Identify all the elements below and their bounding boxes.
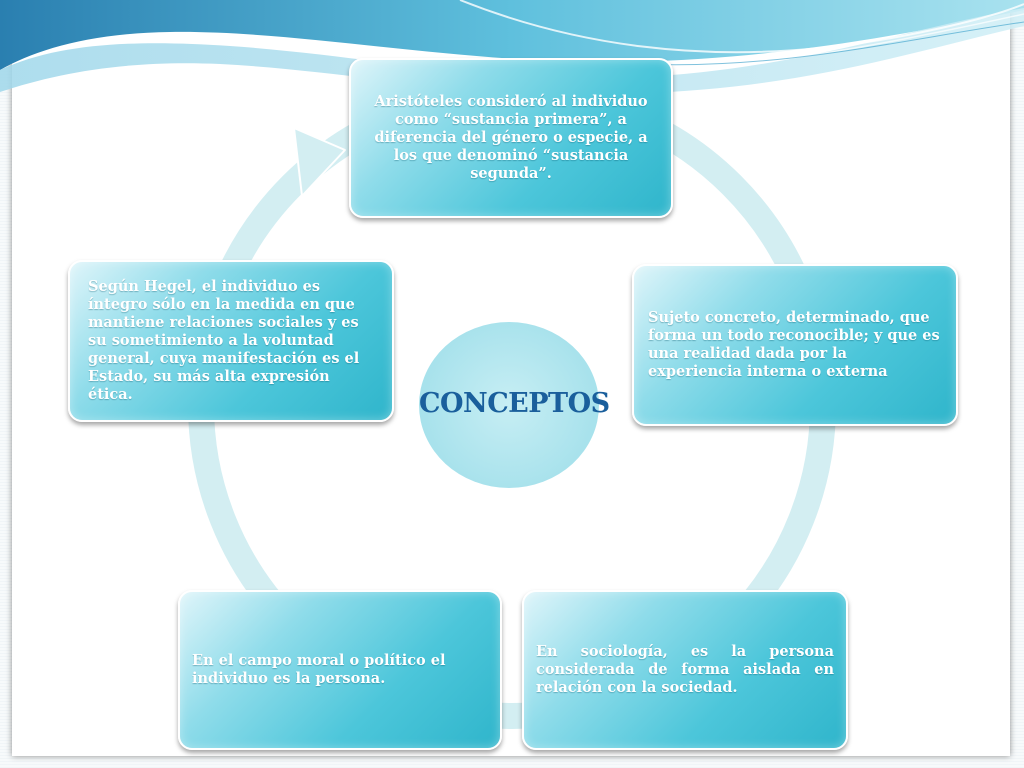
concept-text-sujeto: Sujeto concreto, determinado, que forma …: [648, 309, 940, 380]
concept-box-hegel: Según Hegel, el individuo es íntegro sól…: [68, 260, 394, 422]
center-title: CONCEPTOS: [419, 388, 610, 419]
cycle-arrow-head: [293, 127, 346, 197]
concept-text-moral: En el campo moral o político el individu…: [192, 652, 446, 687]
concept-text-sociologia: En sociología, es la persona considerada…: [536, 643, 834, 696]
concept-text-hegel: Según Hegel, el individuo es íntegro sól…: [88, 278, 360, 403]
concept-box-moral: En el campo moral o político el individu…: [178, 590, 502, 750]
header-wave-decoration: [0, 0, 1024, 95]
concept-box-sujeto: Sujeto concreto, determinado, que forma …: [632, 264, 958, 426]
concept-box-sociologia: En sociología, es la persona considerada…: [522, 590, 848, 750]
center-circle: [419, 322, 599, 488]
concept-text-aristoteles: Aristóteles consideró al individuo como …: [374, 93, 648, 182]
concept-box-aristoteles: Aristóteles consideró al individuo como …: [349, 58, 673, 218]
